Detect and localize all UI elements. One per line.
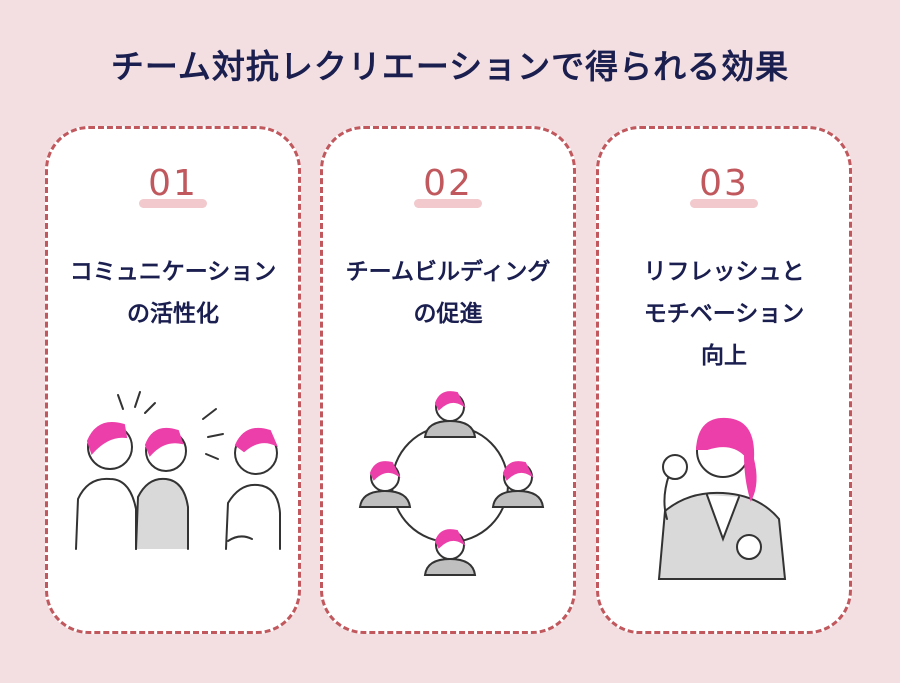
group-talking-illustration [75, 391, 281, 550]
card-number: 02 [423, 163, 473, 204]
effect-card-refresh-motivation: 03 リフレッシュと モチベーション 向上 [596, 126, 852, 634]
motivated-woman-illustration [657, 417, 787, 580]
card-heading-line: コミュニケーション [69, 259, 277, 285]
card-number: 01 [148, 163, 198, 204]
number-brush-decoration [414, 199, 482, 208]
card-heading-line: 向上 [701, 343, 747, 369]
card-heading-line: モチベーション [643, 301, 805, 327]
effect-card-communication: 01 コミュニケーション の活性化 [45, 126, 301, 634]
card-heading-line: リフレッシュと [643, 259, 805, 285]
card-heading-line: の促進 [413, 301, 483, 327]
card-heading: コミュニケーション の活性化 [48, 251, 298, 335]
card-heading-line: チームビルディング [345, 259, 551, 285]
number-brush-decoration [690, 199, 758, 208]
card-heading: リフレッシュと モチベーション 向上 [599, 251, 849, 377]
page-title: チーム対抗レクリエーションで得られる効果 [110, 47, 790, 86]
card-number: 03 [699, 163, 749, 204]
card-heading-line: の活性化 [127, 301, 219, 327]
number-brush-decoration [139, 199, 207, 208]
effect-card-team-building: 02 チームビルディング の促進 [320, 126, 576, 634]
card-heading: チームビルディング の促進 [323, 251, 573, 335]
team-network-illustration [358, 391, 545, 576]
